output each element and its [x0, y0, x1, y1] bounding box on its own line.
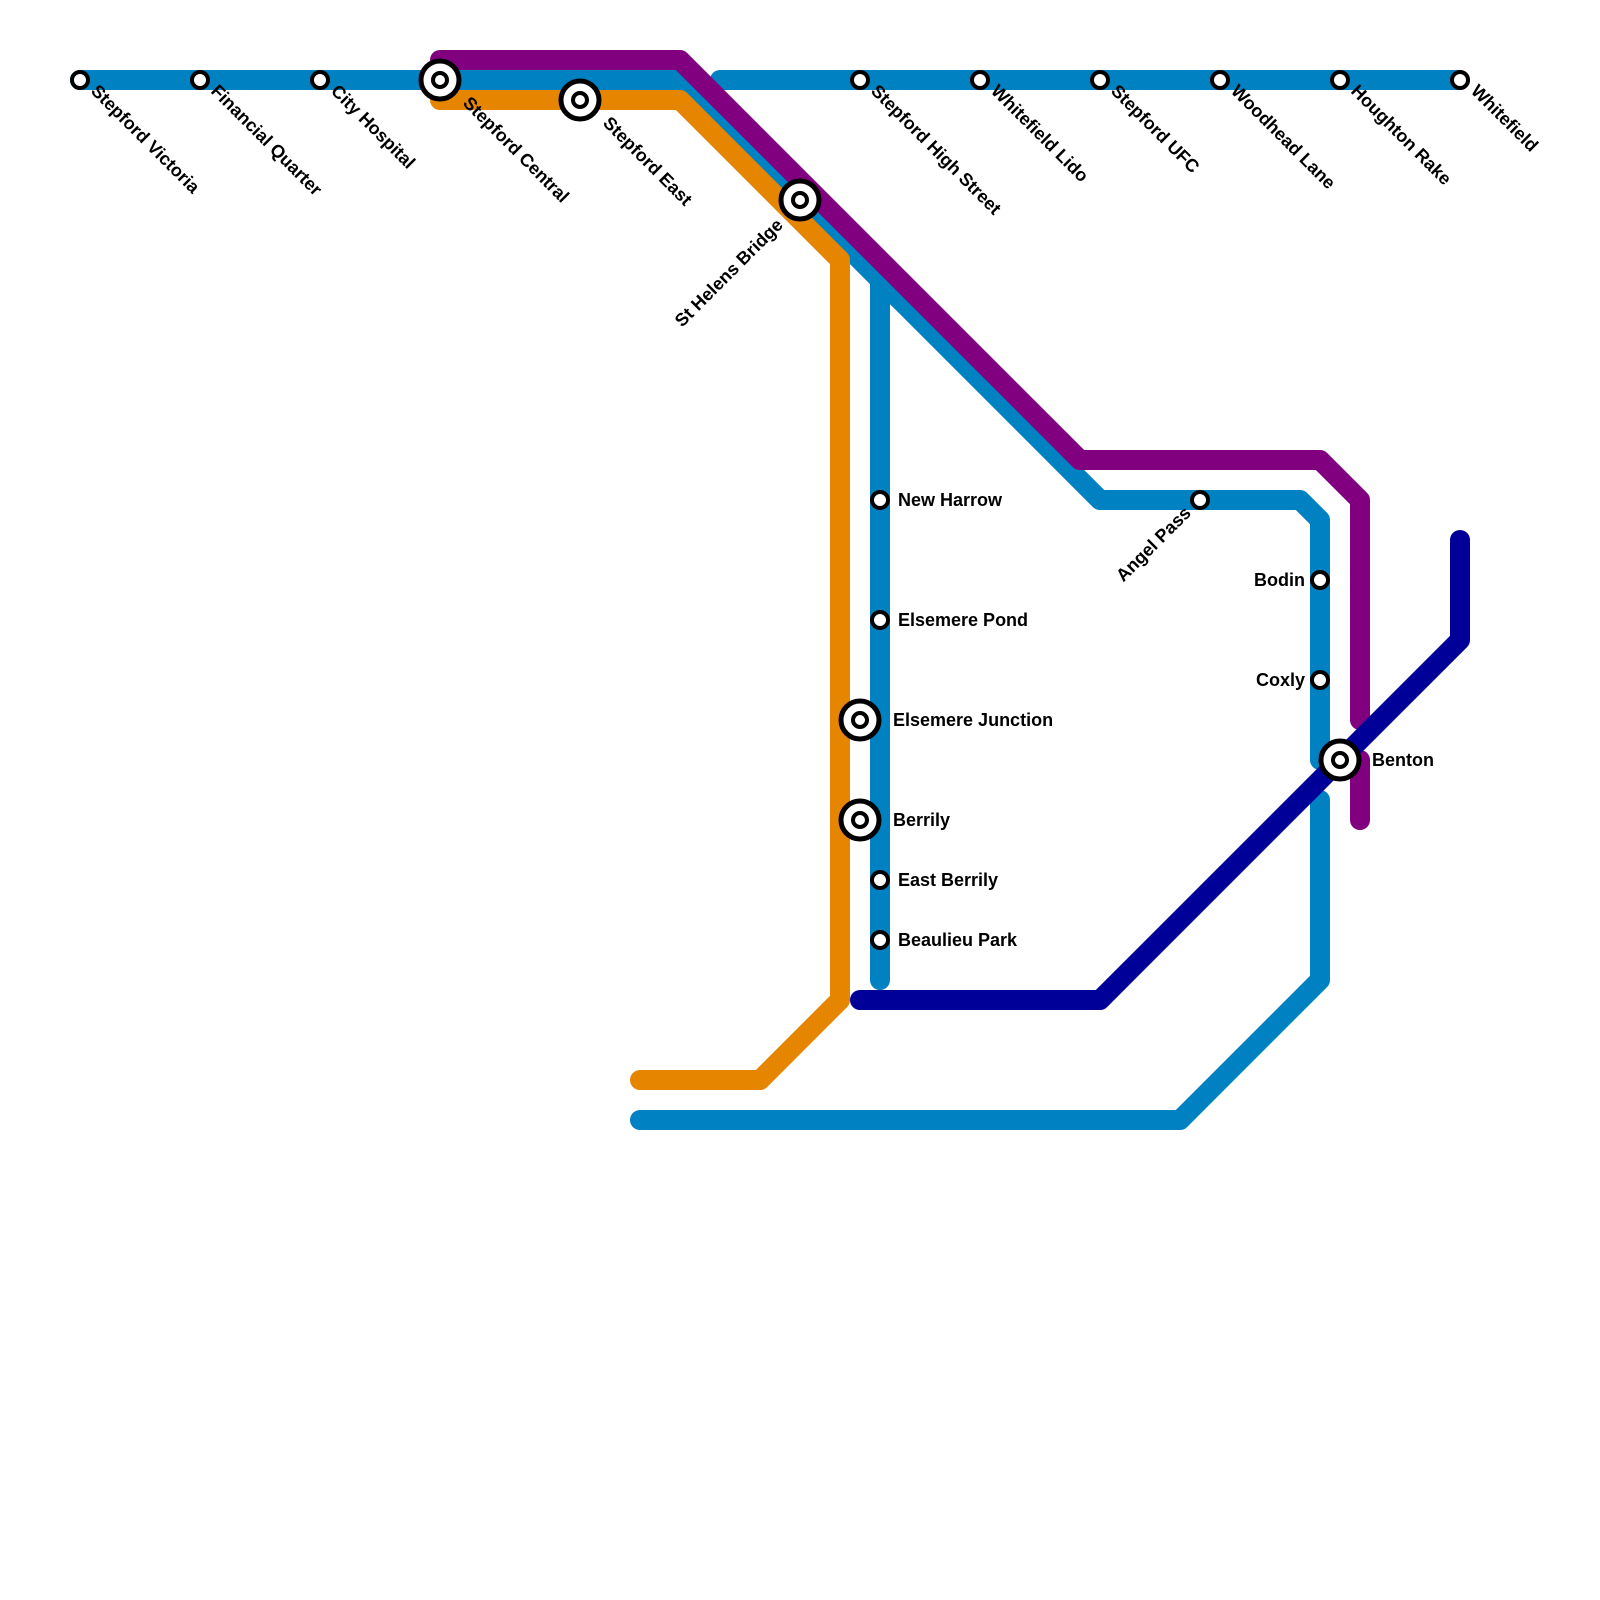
station-new-harrow[interactable]: [870, 490, 890, 510]
station-angel-pass[interactable]: [1190, 490, 1210, 510]
line-orange: [430, 90, 850, 1090]
station-east-berrily[interactable]: [870, 870, 890, 890]
station-stepford-high-street[interactable]: [850, 70, 870, 90]
label-elsemere-junction: Elsemere Junction: [893, 710, 1053, 730]
label-stepford-high-street: Stepford High Street: [867, 81, 1005, 219]
label-berrily: Berrily: [893, 810, 950, 830]
label-coxly: Coxly: [1256, 670, 1305, 690]
label-woodhead-lane: Woodhead Lane: [1227, 81, 1339, 193]
line-navy: [850, 530, 1470, 1010]
station-woodhead-lane[interactable]: [1210, 70, 1230, 90]
label-bodin: Bodin: [1254, 570, 1305, 590]
label-stepford-ufc: Stepford UFC: [1107, 81, 1203, 177]
label-houghton-rake: Houghton Rake: [1347, 81, 1455, 189]
label-whitefield: Whitefield: [1467, 81, 1542, 156]
station-coxly[interactable]: [1310, 670, 1330, 690]
label-benton: Benton: [1372, 750, 1434, 770]
station-bodin[interactable]: [1310, 570, 1330, 590]
station-financial-quarter[interactable]: [190, 70, 210, 90]
interchanges: [418, 58, 1362, 842]
label-angel-pass: Angel Pass: [1112, 503, 1195, 586]
station-whitefield[interactable]: [1450, 70, 1470, 90]
interchange-stepford-central[interactable]: [418, 58, 462, 102]
label-stepford-east: Stepford East: [599, 113, 696, 210]
interchange-benton[interactable]: [1318, 738, 1362, 782]
label-st-helens-bridge: St Helens Bridge: [671, 215, 787, 331]
label-financial-quarter: Financial Quarter: [207, 81, 326, 200]
stations: [70, 70, 1470, 950]
label-whitefield-lido: Whitefield Lido: [987, 81, 1092, 186]
label-new-harrow: New Harrow: [898, 490, 1003, 510]
station-stepford-ufc[interactable]: [1090, 70, 1110, 90]
station-beaulieu-park[interactable]: [870, 930, 890, 950]
orange-line-route: [430, 90, 850, 1090]
label-east-berrily: East Berrily: [898, 870, 998, 890]
label-beaulieu-park: Beaulieu Park: [898, 930, 1018, 950]
interchange-elsemere-junction[interactable]: [838, 698, 882, 742]
label-city-hospital: City Hospital: [327, 81, 419, 173]
navy-line-route: [850, 530, 1470, 1010]
station-houghton-rake[interactable]: [1330, 70, 1350, 90]
interchange-st-helens-bridge[interactable]: [778, 178, 822, 222]
blue-line-elsemere-branch: [870, 270, 910, 990]
line-purple: [430, 50, 1370, 830]
station-elsemere-pond[interactable]: [870, 610, 890, 630]
purple-line-route: [430, 50, 1370, 730]
station-whitefield-lido[interactable]: [970, 70, 990, 90]
blue-line-west-trunk: [70, 70, 1330, 770]
label-elsemere-pond: Elsemere Pond: [898, 610, 1028, 630]
blue-line-southern-loop: [630, 790, 1330, 1130]
interchange-stepford-east[interactable]: [558, 78, 602, 122]
label-stepford-victoria: Stepford Victoria: [87, 81, 204, 198]
interchange-berrily[interactable]: [838, 798, 882, 842]
station-stepford-victoria[interactable]: [70, 70, 90, 90]
station-city-hospital[interactable]: [310, 70, 330, 90]
